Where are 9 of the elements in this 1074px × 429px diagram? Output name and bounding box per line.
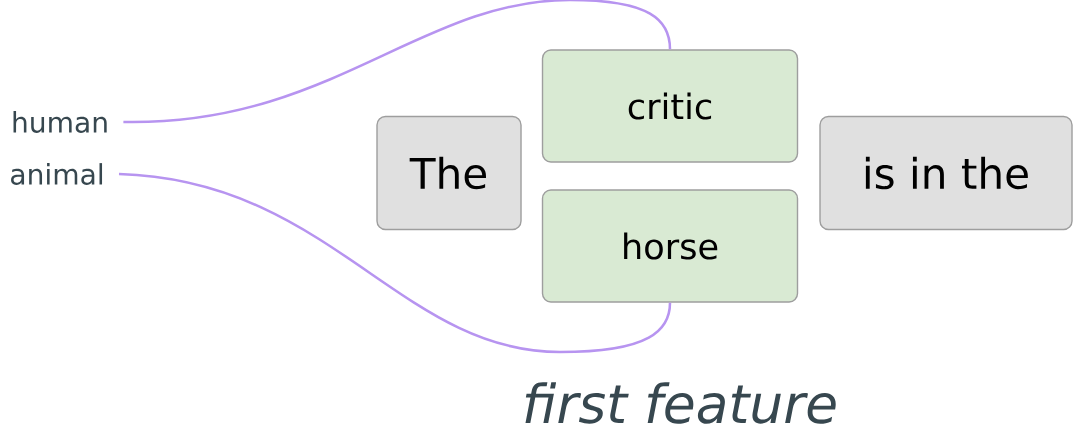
connector-curve — [118, 172, 672, 354]
connector-curve — [123, 0, 672, 124]
word-box: critic — [541, 49, 799, 163]
word-box: is in the — [819, 115, 1073, 231]
word-box: The — [376, 115, 522, 231]
caption: first feature — [525, 382, 836, 424]
word-label: human — [13, 111, 107, 133]
word-box: horse — [541, 189, 799, 303]
word-label: animal — [11, 163, 103, 185]
